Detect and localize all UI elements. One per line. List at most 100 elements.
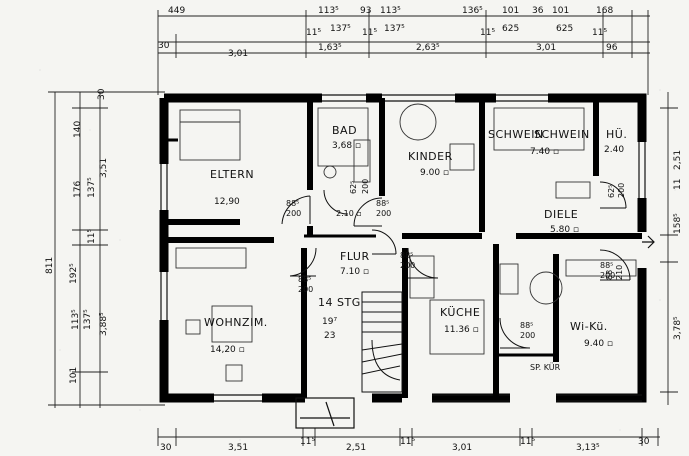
interior-walls-thin [164,138,556,357]
dim-right: 158⁵ [673,213,683,234]
dim-bottom: 30 [160,443,172,453]
dim-bottom: 30 [638,437,650,447]
stair-steps-label: 14 STG [318,296,361,309]
dim-left: 176 [73,181,83,198]
room-name-schwein-1: SCHWEIN [488,128,544,141]
dim-left: 30 [97,88,107,100]
door-width: 88⁵ [286,199,299,208]
room-area-diele: 5.80 ▫ [550,225,579,235]
dim-bottom: 2,51 [346,443,366,453]
door-width: 88⁵ [376,199,389,208]
dim-top: 1,63⁵ [318,43,342,53]
room-name-sp-kur: SP. KÜR [530,362,561,372]
door-height: 200 [400,261,415,270]
dim-right: 2,51 [673,150,683,170]
room-name-flur: FLUR [340,250,370,263]
dim-bottom: 11⁵ [300,437,315,447]
room-area-wi-ku: 9.40 ▫ [584,339,613,349]
dim-top: 137⁵ [384,24,405,34]
paper-noise [39,13,676,446]
dim-top: 2,63⁵ [416,43,440,53]
windows [160,94,646,402]
dim-bottom: 3,01 [452,443,472,453]
dim-top: 36 [532,6,544,16]
dim-top: 625 [556,24,573,34]
door-width: 88 [605,270,614,280]
dim-left: 113⁵ [71,309,81,330]
entrance [295,397,355,429]
room-name-hu: HÜ. [606,128,627,141]
room-name-eltern: ELTERN [210,168,254,181]
entry-arrow-icon [642,235,655,249]
stair-note: 23 [324,331,335,341]
dim-top: 168 [596,6,613,16]
text-layer: 449 113⁵ 93 113⁵ 136⁵ 101 36 101 168 11⁵… [45,6,683,453]
dim-left: 811 [45,257,55,274]
dim-top: 11⁵ [362,28,377,38]
room-area-eltern: 12,90 [214,197,240,207]
left-dimension-lines [48,91,165,408]
dim-top: 113⁵ [380,6,401,16]
door-height: 200 [617,183,626,198]
dim-top: 137⁵ [330,24,351,34]
dim-top: 625 [502,24,519,34]
dim-left: 101 [69,367,79,384]
top-dimension-lines [157,10,650,95]
room-area-bad: 3,68 ▫ [332,141,361,151]
door-height: 210 [615,265,624,280]
dim-bottom: 3,13⁵ [576,443,600,453]
dim-top: 449 [168,6,185,16]
staircase [361,291,403,393]
dim-left: 3,88⁵ [99,312,109,336]
room-name-kuche: KÜCHE [440,306,480,319]
door-height: 200 [520,331,535,340]
door-height: 200 [376,209,391,218]
door-width: 88⁵ [520,321,533,330]
dim-top: 96 [606,43,618,53]
dim-bottom: 11⁵ [520,437,535,447]
dim-left: 11⁵ [87,229,97,244]
dim-right: 3,78⁵ [673,316,683,340]
room-area-flur: 7.10 ▫ [340,267,369,277]
flur-area-upper: 2.10 ▫ [336,209,362,218]
dim-left: 140 [73,121,83,138]
dim-top: 3,01 [228,49,248,59]
dim-left: 137⁵ [83,309,93,330]
dim-bottom: 11⁵ [400,437,415,447]
room-name-wi-ku: Wi-Kü. [570,320,608,333]
dim-top: 11⁵ [480,28,495,38]
dim-top: 11⁵ [306,28,321,38]
dim-left: 137⁵ [87,177,97,198]
dim-right: 11 [673,179,683,190]
door-height: 200 [286,209,301,218]
dim-top: 101 [502,6,519,16]
door-width: 62⁵ [607,185,616,198]
room-name-bad: BAD [332,124,357,137]
door-height: 200 [600,271,615,280]
room-area-kinder: 9.00 ▫ [420,168,449,178]
room-name-wohnzim: WOHNZIM. [204,316,268,329]
room-name-schwein-2: SCHWEIN [534,128,590,141]
interior-walls [164,98,642,398]
dim-top: 113⁵ [318,6,339,16]
dim-left: 192⁵ [69,263,79,284]
furniture [175,103,637,382]
dim-top: 11⁵ [592,28,607,38]
room-area-kuche: 11.36 ▫ [444,325,479,335]
stair-rise-label: 19⁷ [322,317,337,327]
door-height: 200 [298,285,313,294]
dim-top: 136⁵ [462,6,483,16]
dim-top: 30 [158,41,170,51]
room-area-schwein-1: 7.40 ▫ [530,147,559,157]
dim-top: 101 [552,6,569,16]
room-area-hu: 2.40 [604,145,624,155]
door-width: 88⁵ [298,275,311,284]
right-dimension-lines [660,92,678,405]
door-width: 62⁵ [349,181,358,194]
dim-bottom: 3,51 [228,443,248,453]
door-swings [281,181,631,349]
dim-top: 3,01 [536,43,556,53]
room-area-wohnzim: 14,20 ▫ [210,345,245,355]
